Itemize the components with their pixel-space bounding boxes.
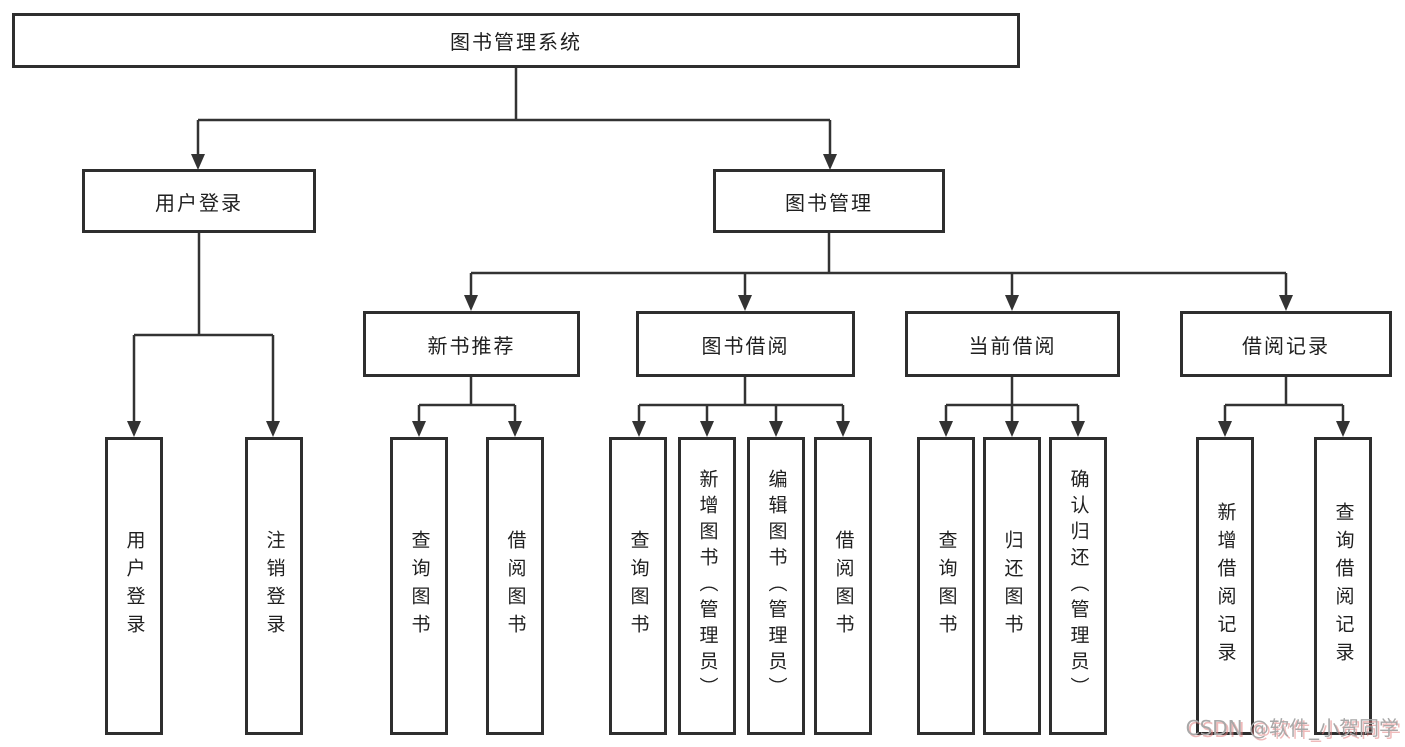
leaf-add-books-admin: 新增图书（管理员） [678,437,736,735]
connector-userlogin-to-leaves [132,233,275,423]
leaf-label: 借阅图书 [832,530,855,642]
arrowhead [1005,421,1019,437]
arrowhead [939,421,953,437]
arrowhead [191,154,205,170]
leaf-label: 查询图书 [935,530,958,642]
arrowhead [508,421,522,437]
arrowhead [700,421,714,437]
node-label: 当前借阅 [968,333,1057,358]
arrowhead [823,154,837,170]
arrowhead [266,421,280,437]
arrowhead [1071,421,1085,437]
leaf-label: 确认归还（管理员） [1067,469,1090,703]
node-label: 用户登录 [155,190,243,215]
connector-root-to-level2 [196,68,832,156]
arrowhead [1005,295,1019,311]
leaf-label: 新增借阅记录 [1214,502,1237,670]
node-book-management: 图书管理 [713,169,945,233]
arrowhead [464,295,478,311]
leaf-query-books-recommend: 查询图书 [390,437,448,735]
arrowhead [769,421,783,437]
leaf-label: 借阅图书 [504,530,527,642]
node-label: 图书管理 [785,190,873,215]
leaf-label: 新增图书（管理员） [696,469,719,703]
node-book-borrowing: 图书借阅 [636,311,855,377]
leaf-label: 查询图书 [627,530,650,642]
leaf-edit-books-admin: 编辑图书（管理员） [747,437,805,735]
leaf-borrow-books-recommend: 借阅图书 [486,437,544,735]
connector-newbook-to-leaves [417,377,517,423]
arrowhead [836,421,850,437]
arrowhead [412,421,426,437]
node-new-book-recommendation: 新书推荐 [363,311,580,377]
connector-bookborrow-to-leaves [637,377,845,423]
leaf-query-books-current: 查询图书 [917,437,975,735]
arrowhead [738,295,752,311]
node-user-login: 用户登录 [82,169,316,233]
node-borrowing-records: 借阅记录 [1180,311,1392,377]
leaf-label: 编辑图书（管理员） [765,469,788,703]
leaf-label: 注销登录 [263,530,286,642]
arrowhead [632,421,646,437]
leaf-logout: 注销登录 [245,437,303,735]
leaf-label: 归还图书 [1001,530,1024,642]
leaf-add-borrowing-record: 新增借阅记录 [1196,437,1254,735]
arrowhead [1336,421,1350,437]
leaf-query-borrowing-record: 查询借阅记录 [1314,437,1372,735]
connector-records-to-leaves [1223,377,1345,423]
leaf-label: 查询图书 [408,530,431,642]
leaf-label: 用户登录 [123,530,146,642]
arrowhead [1218,421,1232,437]
leaf-borrow-books-borrowing: 借阅图书 [814,437,872,735]
node-library-management-system: 图书管理系统 [12,13,1020,68]
node-label: 借阅记录 [1242,333,1330,358]
node-label: 图书管理系统 [450,30,582,54]
leaf-user-login: 用户登录 [105,437,163,735]
arrowhead [127,421,141,437]
arrowhead [1279,295,1293,311]
leaf-return-books: 归还图书 [983,437,1041,735]
node-label: 图书借阅 [701,333,790,358]
csdn-watermark: CSDN @软件_小贺同学 [1185,716,1399,740]
connector-current-to-leaves [944,377,1080,423]
leaf-confirm-return-admin: 确认归还（管理员） [1049,437,1107,735]
node-label: 新书推荐 [427,333,516,358]
leaf-label: 查询借阅记录 [1332,502,1355,670]
leaf-query-books-borrowing: 查询图书 [609,437,667,735]
node-current-borrowing: 当前借阅 [905,311,1120,377]
connector-bookmgmt-to-level3 [469,233,1288,297]
